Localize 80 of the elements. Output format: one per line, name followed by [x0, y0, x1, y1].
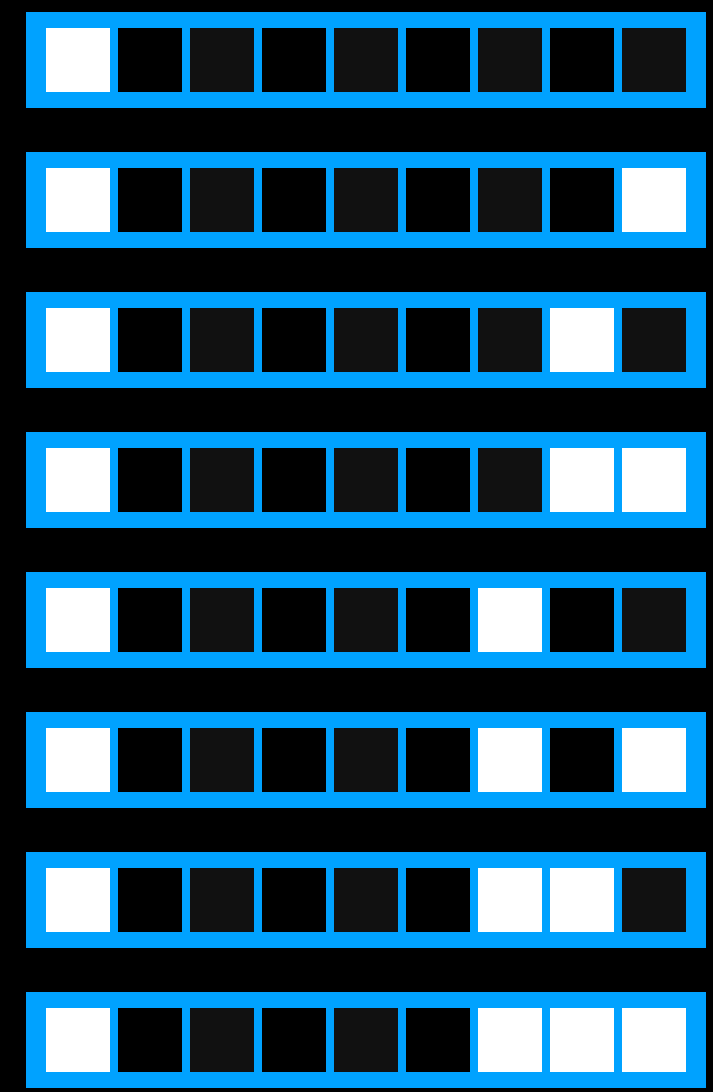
square — [622, 308, 686, 372]
square — [334, 308, 398, 372]
square — [478, 588, 542, 652]
square — [334, 28, 398, 92]
square — [550, 168, 614, 232]
square — [262, 448, 326, 512]
cell-strip — [26, 852, 706, 948]
square — [334, 728, 398, 792]
square — [478, 868, 542, 932]
square — [478, 168, 542, 232]
square — [406, 168, 470, 232]
cell-strip — [26, 712, 706, 808]
square — [118, 308, 182, 372]
square — [406, 1008, 470, 1072]
square — [190, 868, 254, 932]
square — [406, 448, 470, 512]
square — [190, 448, 254, 512]
cell-strip — [26, 992, 706, 1088]
square — [262, 28, 326, 92]
square — [262, 168, 326, 232]
square — [550, 448, 614, 512]
square — [622, 728, 686, 792]
square — [622, 1008, 686, 1072]
square — [334, 868, 398, 932]
square — [622, 28, 686, 92]
square — [406, 868, 470, 932]
square — [46, 588, 110, 652]
cell-strip — [26, 572, 706, 668]
square — [478, 28, 542, 92]
square — [478, 308, 542, 372]
square — [118, 728, 182, 792]
square — [334, 168, 398, 232]
square — [622, 868, 686, 932]
cell-strip — [26, 432, 706, 528]
square — [190, 28, 254, 92]
square — [190, 308, 254, 372]
square — [334, 1008, 398, 1072]
square — [190, 728, 254, 792]
cell-strip — [26, 12, 706, 108]
square — [262, 728, 326, 792]
square — [190, 1008, 254, 1072]
square — [550, 868, 614, 932]
square — [550, 308, 614, 372]
square — [622, 588, 686, 652]
square — [478, 448, 542, 512]
square — [118, 448, 182, 512]
square — [550, 588, 614, 652]
square — [46, 308, 110, 372]
square — [190, 168, 254, 232]
square — [406, 728, 470, 792]
square — [550, 1008, 614, 1072]
square — [190, 588, 254, 652]
square — [550, 28, 614, 92]
square — [118, 1008, 182, 1072]
square — [46, 448, 110, 512]
square — [622, 448, 686, 512]
square — [334, 588, 398, 652]
square — [622, 168, 686, 232]
square — [262, 588, 326, 652]
square — [118, 168, 182, 232]
square — [46, 168, 110, 232]
square — [334, 448, 398, 512]
square — [118, 868, 182, 932]
square — [118, 588, 182, 652]
square — [46, 728, 110, 792]
square — [406, 588, 470, 652]
square — [46, 1008, 110, 1072]
square — [262, 868, 326, 932]
square — [406, 28, 470, 92]
square — [262, 308, 326, 372]
square — [478, 1008, 542, 1072]
square — [118, 28, 182, 92]
square — [478, 728, 542, 792]
square — [46, 28, 110, 92]
cell-strip — [26, 292, 706, 388]
cell-strip — [26, 152, 706, 248]
square — [262, 1008, 326, 1072]
square — [550, 728, 614, 792]
square — [406, 308, 470, 372]
square — [46, 868, 110, 932]
